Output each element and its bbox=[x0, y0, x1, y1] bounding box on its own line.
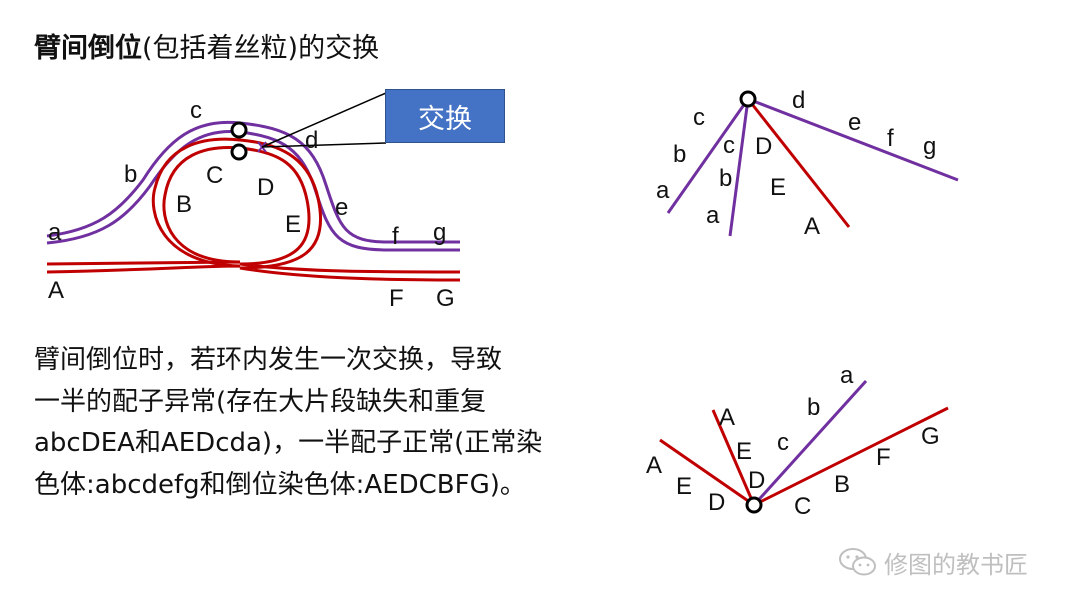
red-arm bbox=[753, 406, 949, 507]
label: f bbox=[887, 125, 894, 152]
label: A bbox=[804, 213, 820, 240]
label: C bbox=[794, 493, 811, 520]
label: d bbox=[792, 87, 805, 114]
label: f bbox=[392, 223, 399, 250]
label: b bbox=[807, 394, 820, 421]
label: a bbox=[656, 177, 670, 204]
centromere-marker bbox=[745, 496, 763, 514]
label: c bbox=[723, 132, 735, 159]
label: A bbox=[646, 452, 662, 479]
paragraph-line: 一半的配子异常(存在大片段缺失和重复 bbox=[34, 386, 487, 417]
swap-pointer-line bbox=[261, 92, 387, 148]
left-synapsis-diagram: a b c d e f g A B C D E F G bbox=[46, 92, 461, 312]
label: e bbox=[848, 109, 861, 136]
red-arm bbox=[659, 438, 755, 507]
label: F bbox=[389, 285, 404, 312]
label: A bbox=[48, 277, 64, 304]
paragraph-line: 色体:abcdefg和倒位染色体:AEDCBFG)。 bbox=[34, 469, 526, 500]
label: g bbox=[923, 133, 936, 160]
label: e bbox=[335, 194, 348, 221]
label: G bbox=[921, 423, 940, 450]
label: D bbox=[257, 174, 274, 201]
purple-arm bbox=[666, 98, 750, 214]
label: F bbox=[876, 444, 891, 471]
label: E bbox=[770, 174, 786, 201]
label: a bbox=[840, 362, 854, 389]
purple-arm bbox=[728, 98, 750, 237]
label: E bbox=[285, 211, 301, 238]
label: C bbox=[206, 162, 223, 189]
swap-label: 交换 bbox=[418, 103, 472, 135]
label: b bbox=[719, 165, 732, 192]
wechat-icon bbox=[839, 548, 876, 576]
label: c bbox=[190, 97, 202, 124]
red-arm bbox=[746, 98, 851, 228]
label: D bbox=[748, 467, 765, 494]
centromere-marker bbox=[230, 121, 248, 139]
label: B bbox=[834, 471, 850, 498]
label: A bbox=[719, 404, 735, 431]
swap-callout-box: 交换 bbox=[385, 89, 505, 143]
centromere-marker bbox=[230, 143, 248, 161]
title-rest: (包括着丝粒)的交换 bbox=[142, 33, 380, 64]
paragraph-line: abcDEA和AEDcda)，一半配子正常(正常染 bbox=[34, 428, 543, 458]
label: c bbox=[693, 104, 705, 131]
bottom-right-diagram: A E D A E D c b a C B F G bbox=[646, 362, 949, 520]
top-right-diagram: c b a c b a D E A d e f g bbox=[656, 87, 959, 240]
centromere-marker bbox=[739, 90, 757, 108]
red-arm bbox=[711, 409, 756, 506]
label: E bbox=[676, 473, 692, 500]
red-loop-strand bbox=[46, 137, 461, 282]
label: E bbox=[736, 438, 752, 465]
label: D bbox=[755, 133, 772, 160]
label: a bbox=[706, 202, 720, 229]
purple-arm bbox=[747, 97, 959, 182]
label: a bbox=[48, 219, 62, 246]
watermark-text: 修图的教书匠 bbox=[884, 550, 1028, 579]
label: c bbox=[777, 429, 789, 456]
title-bold: 臂间倒位 bbox=[34, 33, 142, 64]
label: g bbox=[433, 219, 446, 246]
label: d bbox=[305, 127, 318, 154]
label: b bbox=[124, 161, 137, 188]
purple-arm bbox=[752, 379, 868, 507]
label: B bbox=[176, 191, 192, 218]
red-loop-strand bbox=[46, 146, 461, 274]
label: D bbox=[708, 489, 725, 516]
explanation-paragraph: 臂间倒位时，若环内发生一次交换，导致 一半的配子异常(存在大片段缺失和重复 ab… bbox=[34, 340, 634, 506]
watermark: 修图的教书匠 bbox=[838, 545, 1028, 579]
page-title: 臂间倒位(包括着丝粒)的交换 bbox=[34, 26, 379, 65]
paragraph-line: 臂间倒位时，若环内发生一次交换，导致 bbox=[34, 345, 503, 375]
swap-pointer-line bbox=[261, 142, 387, 148]
label: G bbox=[436, 285, 455, 312]
label: b bbox=[673, 141, 686, 168]
